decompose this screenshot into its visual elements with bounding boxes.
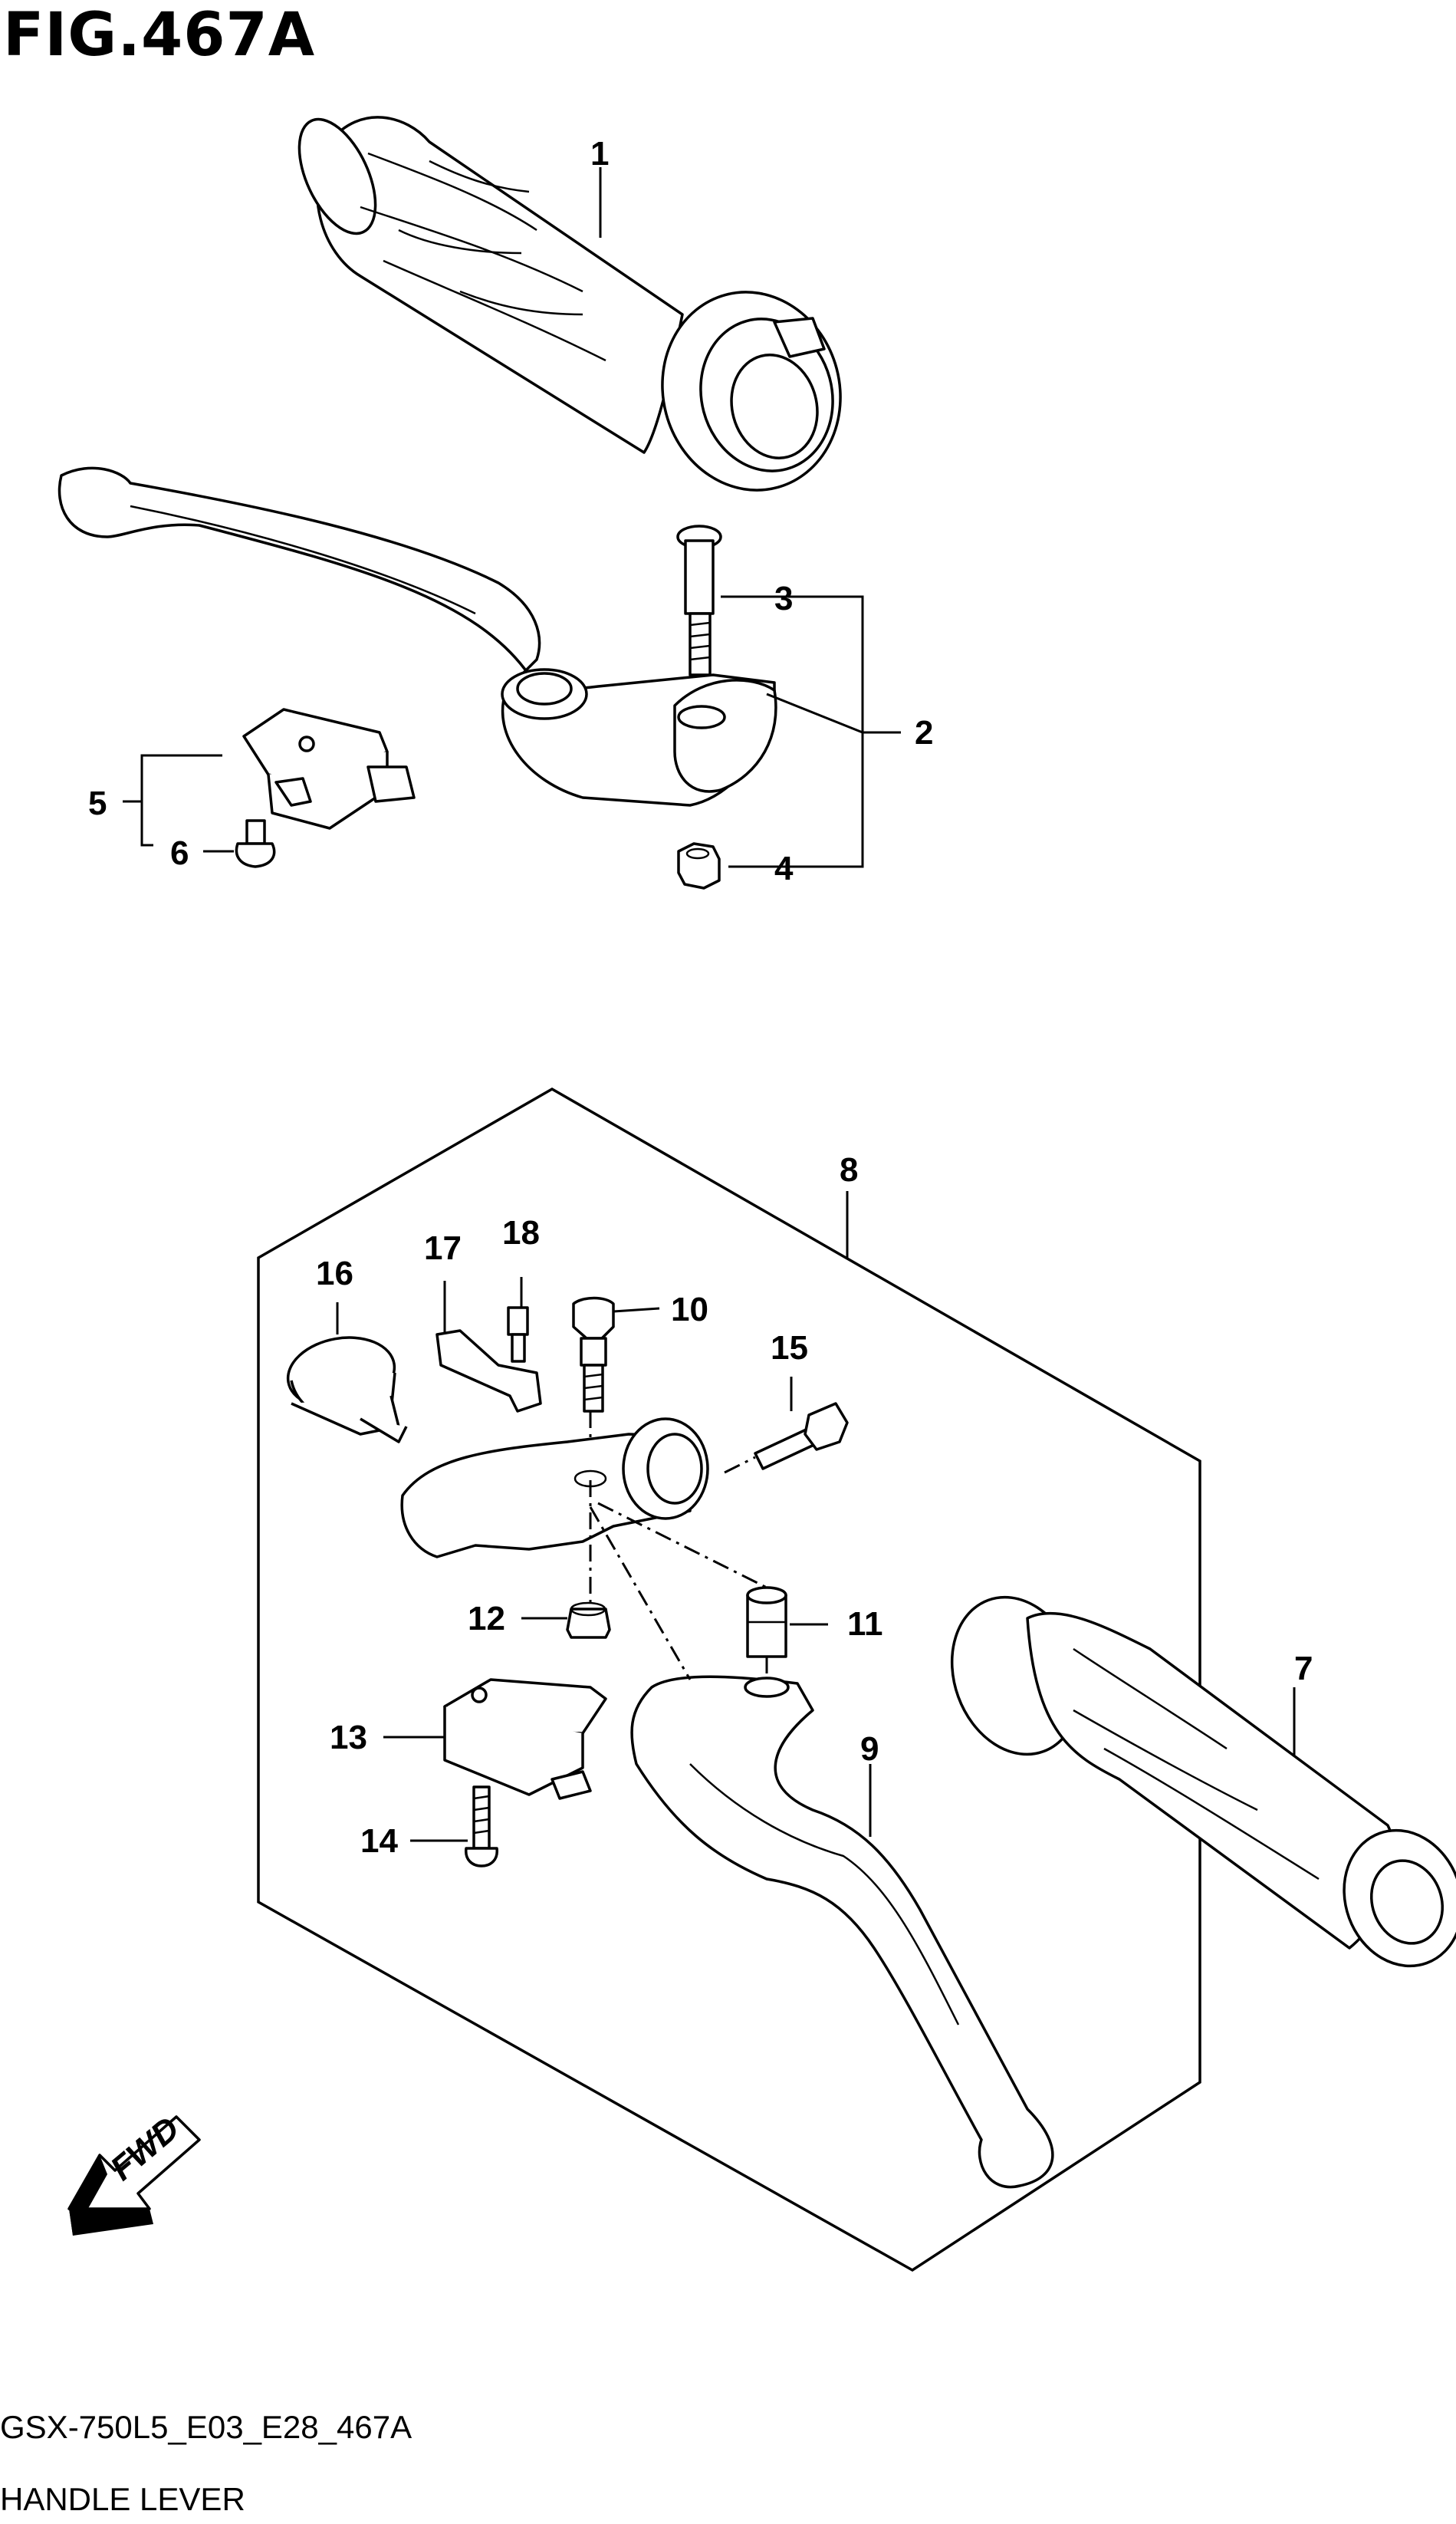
alignment-lines [589, 1411, 768, 1680]
part-4-nut [677, 842, 721, 890]
part-6-screw [235, 819, 276, 868]
callout-8: 8 [840, 1151, 858, 1189]
part-11-collar [746, 1586, 787, 1658]
part-14-screw [465, 1785, 498, 1867]
callout-16: 16 [316, 1255, 353, 1292]
part-3-pivot-bolt [676, 525, 722, 676]
part-1-throttle-grip [297, 116, 842, 492]
callout-10: 10 [671, 1291, 708, 1328]
part-10-bolt [572, 1296, 615, 1413]
part-17-bracket [435, 1329, 542, 1413]
part-18-screw [507, 1306, 529, 1363]
callout-15: 15 [771, 1329, 808, 1367]
callout-11: 11 [847, 1605, 883, 1643]
callout-5: 5 [88, 785, 107, 822]
part-13-clutch-switch [443, 1678, 607, 1800]
callout-12: 12 [468, 1600, 505, 1637]
part-7-grip [950, 1595, 1456, 1968]
callout-1: 1 [590, 135, 609, 173]
callout-7: 7 [1294, 1650, 1313, 1687]
model-code: GSX-750L5_E03_E28_467A [0, 2409, 412, 2445]
part-16-adjuster-knob [286, 1336, 408, 1443]
figure-title: FIG.467A [3, 1, 316, 70]
callout-13: 13 [330, 1719, 367, 1756]
callout-9: 9 [860, 1730, 879, 1768]
part-2-brake-lever [58, 466, 777, 807]
upper-callout-lines [123, 167, 901, 868]
assembly-8-outline [257, 1087, 1201, 2272]
part-9-clutch-lever [630, 1675, 1054, 2189]
part-5-brake-switch [242, 708, 416, 830]
lower-callout-lines [336, 1191, 1296, 1842]
callout-17: 17 [424, 1229, 462, 1267]
callout-4: 4 [774, 850, 794, 887]
clutch-lever-holder [400, 1417, 709, 1558]
callout-18: 18 [502, 1214, 540, 1252]
section-name: HANDLE LEVER [0, 2481, 245, 2517]
callout-2: 2 [915, 714, 933, 752]
fwd-direction-arrow: FWD [67, 2110, 201, 2236]
part-12-nut [566, 1601, 611, 1639]
callout-3: 3 [774, 580, 793, 617]
part-15-bolt [754, 1402, 849, 1470]
callout-14: 14 [360, 1822, 398, 1860]
callout-6: 6 [170, 834, 189, 872]
